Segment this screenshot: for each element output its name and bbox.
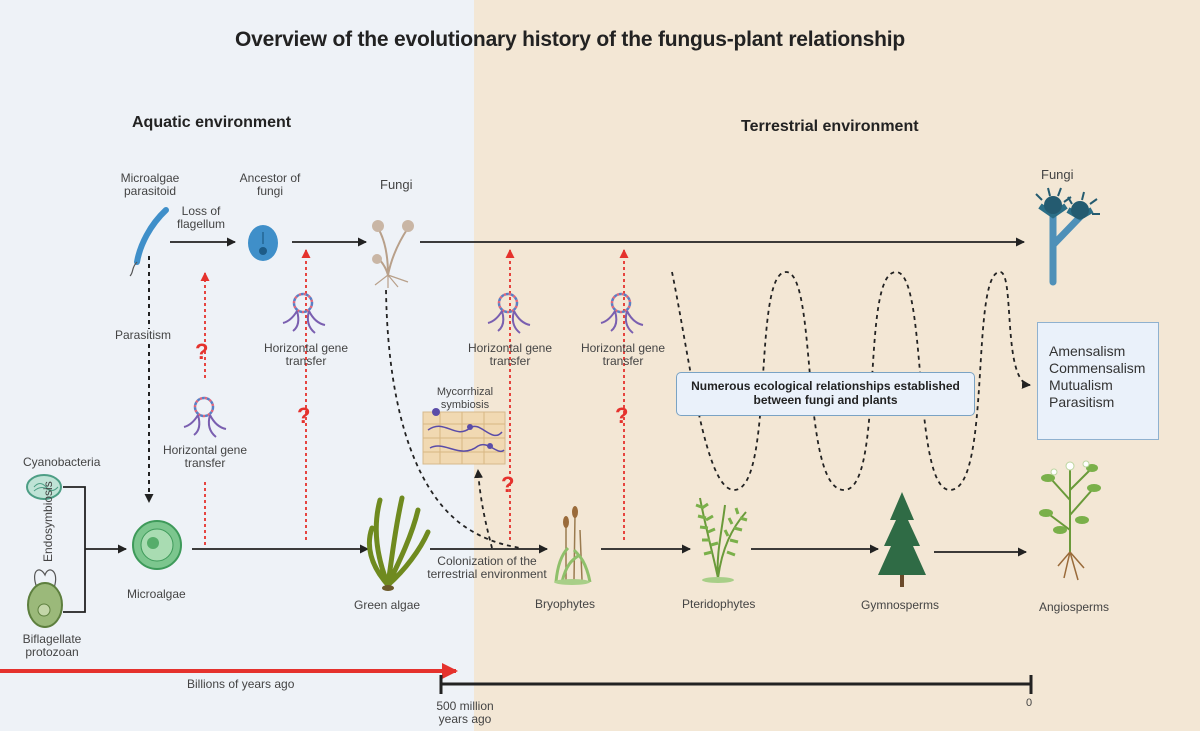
parasitoid-flagellate-icon (129, 207, 169, 277)
fungi-colonization-curve (385, 289, 521, 549)
cyanobacteria-icon (26, 474, 62, 500)
parasitism-label: Parasitism (115, 328, 172, 342)
dna-plasmid-icon-3 (486, 292, 532, 335)
hgt-label-4: Horizontal gene transfer (580, 341, 666, 368)
endosymbiosis-bracket (63, 486, 86, 613)
cyanobacteria-label: Cyanobacteria (23, 455, 101, 469)
mycorrhizal-symbiosis-label: Mycorrhizal symbiosis (436, 386, 494, 411)
question-mark-2: ? (297, 403, 311, 428)
pteridophytes-label: Pteridophytes (682, 597, 756, 611)
mycorrhizal-symbiosis-icon (422, 408, 506, 465)
gymnosperms-icon (878, 492, 926, 587)
microalgae-label: Microalgae (127, 587, 186, 601)
gymnosperms-label: Gymnosperms (861, 598, 940, 612)
hgt-label-1: Horizontal gene transfer (150, 444, 260, 470)
relationship-types-box: Amensalism Commensalism Mutualism Parasi… (1037, 322, 1159, 440)
microalgae-parasitoid-label: Microalgae parasitoid (120, 171, 180, 198)
green-algae-label: Green algae (354, 598, 421, 612)
fungi-late-label: Fungi (1041, 167, 1074, 182)
microalgae-icon (132, 520, 182, 570)
loss-of-flagellum-label: Loss of flagellum (176, 204, 226, 231)
dna-plasmid-icon-1 (281, 292, 327, 335)
hgt-label-3: Horizontal gene transfer (467, 341, 553, 368)
angiosperms-label: Angiosperms (1039, 600, 1110, 614)
colonization-label: Colonization of the terrestrial environm… (427, 554, 547, 581)
aquatic-environment-label: Aquatic environment (132, 114, 292, 131)
wavy-relationship-line (671, 271, 1031, 491)
ecological-relationships-box: Numerous ecological relationships establ… (676, 372, 975, 416)
500-million-years-label: 500 million years ago (436, 699, 494, 726)
bryophytes-icon (554, 506, 592, 585)
relationship-type-item: Commensalism (1049, 360, 1146, 376)
terrestrial-environment-label: Terrestrial environment (741, 118, 919, 135)
aquatic-background (0, 0, 474, 731)
relationship-type-item: Mutualism (1049, 377, 1113, 393)
relationship-type-item: Parasitism (1049, 394, 1115, 410)
late-fungi-icon (1035, 187, 1100, 286)
biflagellate-protozoan-label: Biflagellate protozoan (22, 632, 82, 659)
angiosperms-icon (1039, 460, 1101, 581)
fungi-early-label: Fungi (380, 177, 413, 192)
question-mark-3: ? (501, 472, 515, 497)
hgt-label-2: Horizontal gene transfer (263, 341, 349, 368)
dna-plasmid-icon-2 (182, 396, 228, 439)
relationship-type-item: Amensalism (1049, 343, 1126, 359)
question-mark-1: ? (195, 339, 209, 364)
ancestor-fungi-icon (248, 225, 278, 261)
billions-of-years-label: Billions of years ago (187, 677, 295, 691)
green-algae-icon (366, 495, 431, 591)
bryophytes-label: Bryophytes (535, 597, 596, 611)
endosymbiosis-label: Endosymbiosis (41, 481, 55, 562)
diagram-title: Overview of the evolutionary history of … (235, 28, 905, 51)
present-zero-label: 0 (1026, 697, 1033, 709)
early-fungi-icon (372, 220, 414, 288)
biflagellate-protozoan-icon (27, 569, 63, 628)
question-mark-4: ? (615, 403, 629, 428)
pteridophytes-icon (695, 497, 748, 583)
dna-plasmid-icon-4 (599, 292, 645, 335)
ancestor-of-fungi-label: Ancestor of fungi (239, 171, 301, 198)
